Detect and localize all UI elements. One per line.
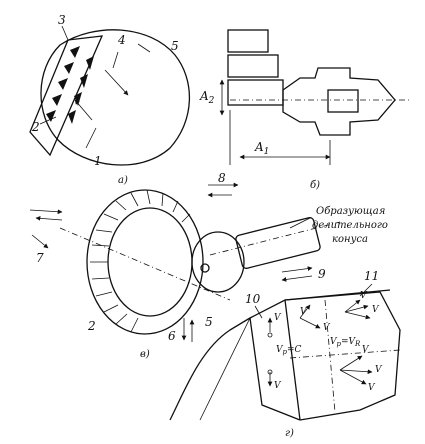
cutter-band <box>29 35 104 157</box>
callout-line-2: делительного <box>312 220 388 231</box>
panel-v: 8 7 2 5 6 9 в) Образующая делительного к… <box>29 171 388 360</box>
cutter-teeth <box>46 46 94 124</box>
callout-line-3: конуса <box>332 234 368 245</box>
v-label: V <box>372 305 380 315</box>
v-label: V <box>323 323 331 333</box>
velocity-vectors <box>267 299 373 387</box>
label-a-5: 5 <box>171 39 179 53</box>
eq-left: Vp=C <box>276 345 302 356</box>
panel-b: A1 A2 б) <box>199 29 410 191</box>
dim-a1-label: A1 <box>254 140 269 157</box>
label-v-7: 7 <box>36 251 44 265</box>
bevel-gear <box>86 189 204 335</box>
cutter-body-section <box>282 67 396 136</box>
label-a-3: 3 <box>58 13 66 27</box>
caption-g: г) <box>285 428 294 439</box>
label-a-4: 4 <box>117 33 126 47</box>
label-v-5: 5 <box>205 315 213 329</box>
dim-a2-label: A2 <box>199 89 215 106</box>
v-label: V <box>300 307 308 317</box>
v-label: V <box>274 313 282 323</box>
panel-a: 3 4 5 2 1 а) <box>29 13 191 186</box>
caption-a: а) <box>118 175 128 186</box>
panel-g: V V V V V V V V V Vp=C Vp=VR 10 11 г) <box>169 269 401 439</box>
v-label: V <box>360 291 368 301</box>
v-label: V <box>274 381 282 391</box>
caption-v: в) <box>140 349 150 360</box>
label-v-8: 8 <box>218 171 226 185</box>
v-label: V <box>375 365 383 375</box>
v-label: V <box>362 345 370 355</box>
workpiece-section <box>40 29 191 166</box>
cutter-spindle <box>235 217 321 269</box>
caption-b: б) <box>310 180 320 191</box>
gear-teeth <box>90 189 191 333</box>
label-g-11: 11 <box>364 269 379 283</box>
motion-arrow <box>104 69 129 96</box>
v-label: V <box>368 383 376 393</box>
eq-right: Vp=VR <box>330 337 361 348</box>
label-v-6: 6 <box>168 329 176 343</box>
callout-line-1: Образующая <box>316 206 385 217</box>
cutter-head <box>191 231 245 293</box>
label-v-2: 2 <box>87 319 96 333</box>
label-v-9: 9 <box>318 267 326 281</box>
motion-arrow <box>74 99 93 121</box>
label-a-1: 1 <box>94 154 102 168</box>
label-g-10: 10 <box>245 292 261 306</box>
label-a-2: 2 <box>31 120 40 134</box>
